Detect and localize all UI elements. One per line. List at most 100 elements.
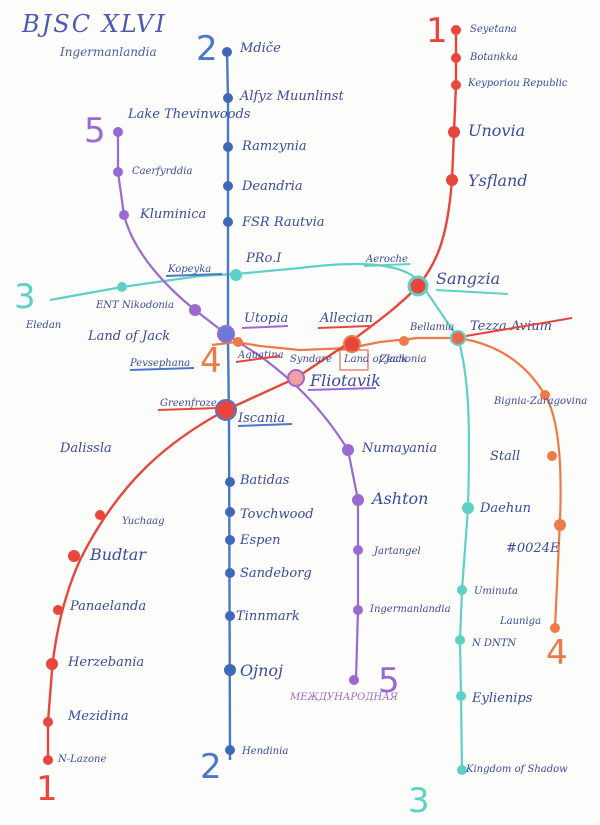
station-label: Aquatina (237, 350, 284, 361)
station-dot[interactable] (225, 535, 235, 545)
station-dot[interactable] (225, 507, 235, 517)
station-label: Kopeyka (167, 264, 211, 275)
station-dot[interactable] (353, 605, 363, 615)
station-dot[interactable] (113, 127, 123, 137)
station-label: Caerfyrddia (132, 166, 192, 177)
station-label: ENT Nikodonia (95, 300, 174, 311)
interchange-iscania[interactable] (215, 399, 237, 421)
station-dot[interactable] (349, 675, 359, 685)
station-dot[interactable] (457, 585, 467, 595)
station-labels: Mdiče Alfyz Muunlinst Ramzynia Deandria … (25, 24, 587, 775)
station-dot[interactable] (43, 755, 53, 765)
station-dot[interactable] (223, 181, 233, 191)
station-label: #0024E (506, 541, 560, 556)
interchange-fliotavik[interactable] (287, 369, 305, 387)
station-dot[interactable] (462, 502, 474, 514)
station-dot[interactable] (223, 217, 233, 227)
station-dot[interactable] (448, 126, 460, 138)
station-dot[interactable] (225, 477, 235, 487)
station-dot[interactable] (224, 664, 236, 676)
station-dot[interactable] (451, 25, 461, 35)
interchange-utopia[interactable] (217, 325, 235, 343)
line-number-2-top: 2 (196, 29, 218, 69)
land-of-jack-box (339, 349, 369, 371)
line-number-3-bottom: 3 (408, 781, 430, 821)
station-dot[interactable] (451, 80, 461, 90)
station-label: Numayania (361, 441, 437, 456)
underline-iscania (237, 423, 293, 427)
interchange-bellamia[interactable] (450, 330, 466, 346)
station-label: Deandria (241, 179, 303, 194)
line-number-4-right: 4 (546, 633, 568, 673)
interchange-sangzia[interactable] (407, 275, 429, 297)
station-label: Herzebania (67, 655, 144, 670)
station-dot[interactable] (230, 269, 242, 281)
station-dot[interactable] (225, 568, 235, 578)
station-dot[interactable] (225, 745, 235, 755)
station-label: PRo.I (245, 251, 282, 266)
station-dot[interactable] (399, 336, 409, 346)
label-underlines (129, 263, 573, 427)
station-dot[interactable] (353, 545, 363, 555)
station-dot[interactable] (43, 717, 53, 727)
underline-kopeyka (165, 273, 223, 277)
station-label: Keyporiou Republic (467, 78, 568, 89)
station-label: Sangzia (436, 269, 500, 288)
station-dot[interactable] (342, 444, 354, 456)
station-dot[interactable] (540, 390, 550, 400)
line-number-2-bottom: 2 (200, 747, 222, 787)
line-4-stations (233, 336, 566, 633)
station-label: Eylienips (471, 691, 533, 706)
station-dot[interactable] (446, 174, 458, 186)
station-dot[interactable] (225, 611, 235, 621)
station-label: Ashton (370, 489, 428, 508)
line-2-stations (222, 47, 236, 755)
station-dot[interactable] (46, 658, 58, 670)
station-label: Stall (490, 449, 520, 464)
station-dot[interactable] (451, 53, 461, 63)
station-dot[interactable] (223, 142, 233, 152)
station-label: Bellamia (409, 322, 454, 333)
station-dot[interactable] (189, 304, 201, 316)
station-dot[interactable] (455, 635, 465, 645)
station-label: Ingermanlandia (369, 604, 451, 615)
station-label: Ojnoj (240, 661, 283, 680)
station-label: Launiga (499, 616, 541, 627)
underline-sangzia (435, 289, 509, 295)
station-dot[interactable] (550, 623, 560, 633)
station-label: Daehun (479, 501, 531, 516)
station-dot[interactable] (68, 550, 80, 562)
underline-fliotavik (307, 387, 377, 391)
station-label: Uminuta (474, 586, 518, 597)
line-number-5-top: 5 (84, 111, 106, 151)
map-title: BJSC XLVI (21, 10, 167, 38)
station-dot[interactable] (223, 93, 233, 103)
station-label: Yuchaag (122, 516, 165, 527)
station-label: Alfyz Muunlinst (239, 89, 344, 104)
station-dot[interactable] (233, 337, 243, 347)
station-label: Land of Jack (87, 329, 170, 344)
station-dot[interactable] (95, 510, 105, 520)
station-dot[interactable] (457, 765, 467, 775)
station-dot[interactable] (119, 210, 129, 220)
line-number-4-mid: 4 (200, 341, 222, 381)
station-dot[interactable] (554, 519, 566, 531)
station-dot[interactable] (222, 47, 232, 57)
line-1-stations (43, 25, 461, 765)
map-subtitle: Ingermanlandia (59, 45, 157, 59)
station-dot[interactable] (547, 451, 557, 461)
station-dot[interactable] (117, 282, 127, 292)
station-dot[interactable] (53, 605, 63, 615)
station-label: Iscania (237, 411, 285, 426)
station-label: Kingdom of Shadow (465, 764, 568, 775)
station-label: Panaelanda (69, 599, 146, 614)
station-label: Bignia-Zaragovina (493, 396, 587, 407)
station-dot[interactable] (113, 167, 123, 177)
station-label: Greenfroze (160, 398, 217, 409)
station-dot[interactable] (352, 494, 364, 506)
line-number-1-bottom: 1 (36, 769, 58, 809)
interchange-allecian[interactable] (343, 335, 361, 353)
station-label: N-Lazone (57, 754, 106, 765)
station-label: Batidas (239, 473, 290, 488)
station-dot[interactable] (456, 691, 466, 701)
